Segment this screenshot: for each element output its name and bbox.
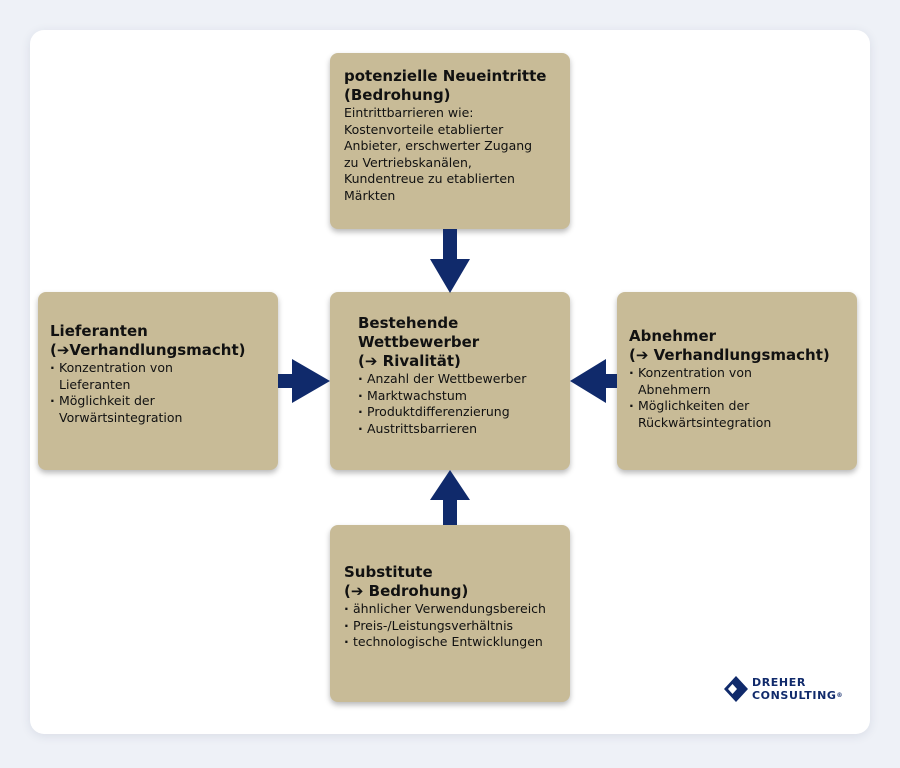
arrow-right-icon [278, 359, 330, 403]
box-new-entrants: potenzielle Neueintritte (Bedrohung) Ein… [330, 53, 570, 229]
list-item: technologische Entwicklungen [344, 634, 556, 651]
arrow-down-icon [430, 229, 470, 293]
competitors-title: Bestehende Wettbewerber (➔ Rivalität) [358, 314, 480, 370]
suppliers-title: Lieferanten (➔Verhandlungsmacht) [50, 322, 246, 359]
list-item: Produktdifferenzierung [358, 404, 556, 421]
arrow-left-icon [570, 359, 617, 403]
box-substitutes: Substitute (➔ Bedrohung) ähnlicher Verwe… [330, 525, 570, 702]
arrow-up-icon [430, 470, 470, 525]
list-item: ähnlicher Verwendungsbereich [344, 601, 556, 618]
buyers-title: Abnehmer (➔ Verhandlungsmacht) [629, 327, 830, 364]
dreher-consulting-logo: DREHER CONSULTING® [724, 676, 864, 704]
new-entrants-title: potenzielle Neueintritte (Bedrohung) [344, 67, 547, 104]
box-existing-competitors: Bestehende Wettbewerber (➔ Rivalität) An… [330, 292, 570, 470]
list-item: Konzentration von Abnehmern [629, 365, 789, 398]
box-buyers: Abnehmer (➔ Verhandlungsmacht) Konzentra… [617, 292, 857, 470]
buyers-list: Konzentration von Abnehmern Möglichkeite… [629, 365, 789, 431]
list-item: Anzahl der Wettbewerber [358, 371, 556, 388]
new-entrants-text: Eintrittbarrieren wie: Kostenvorteile et… [344, 105, 533, 203]
competitors-list: Anzahl der Wettbewerber Marktwachstum Pr… [358, 371, 556, 437]
list-item: Marktwachstum [358, 388, 556, 405]
list-item: Möglichkeit der Vorwärtsintegration [50, 393, 190, 426]
list-item: Konzentration von Lieferanten [50, 360, 190, 393]
list-item: Möglichkeiten der Rückwärtsintegration [629, 398, 789, 431]
substitutes-title: Substitute (➔ Bedrohung) [344, 563, 469, 600]
list-item: Preis-/Leistungsverhältnis [344, 618, 556, 635]
logo-text: DREHER CONSULTING® [752, 676, 844, 702]
list-item: Austrittsbarrieren [358, 421, 556, 438]
substitutes-list: ähnlicher Verwendungsbereich Preis-/Leis… [344, 601, 556, 651]
dreher-diamond-icon [724, 676, 748, 702]
suppliers-list: Konzentration von Lieferanten Möglichkei… [50, 360, 190, 426]
box-suppliers: Lieferanten (➔Verhandlungsmacht) Konzent… [38, 292, 278, 470]
